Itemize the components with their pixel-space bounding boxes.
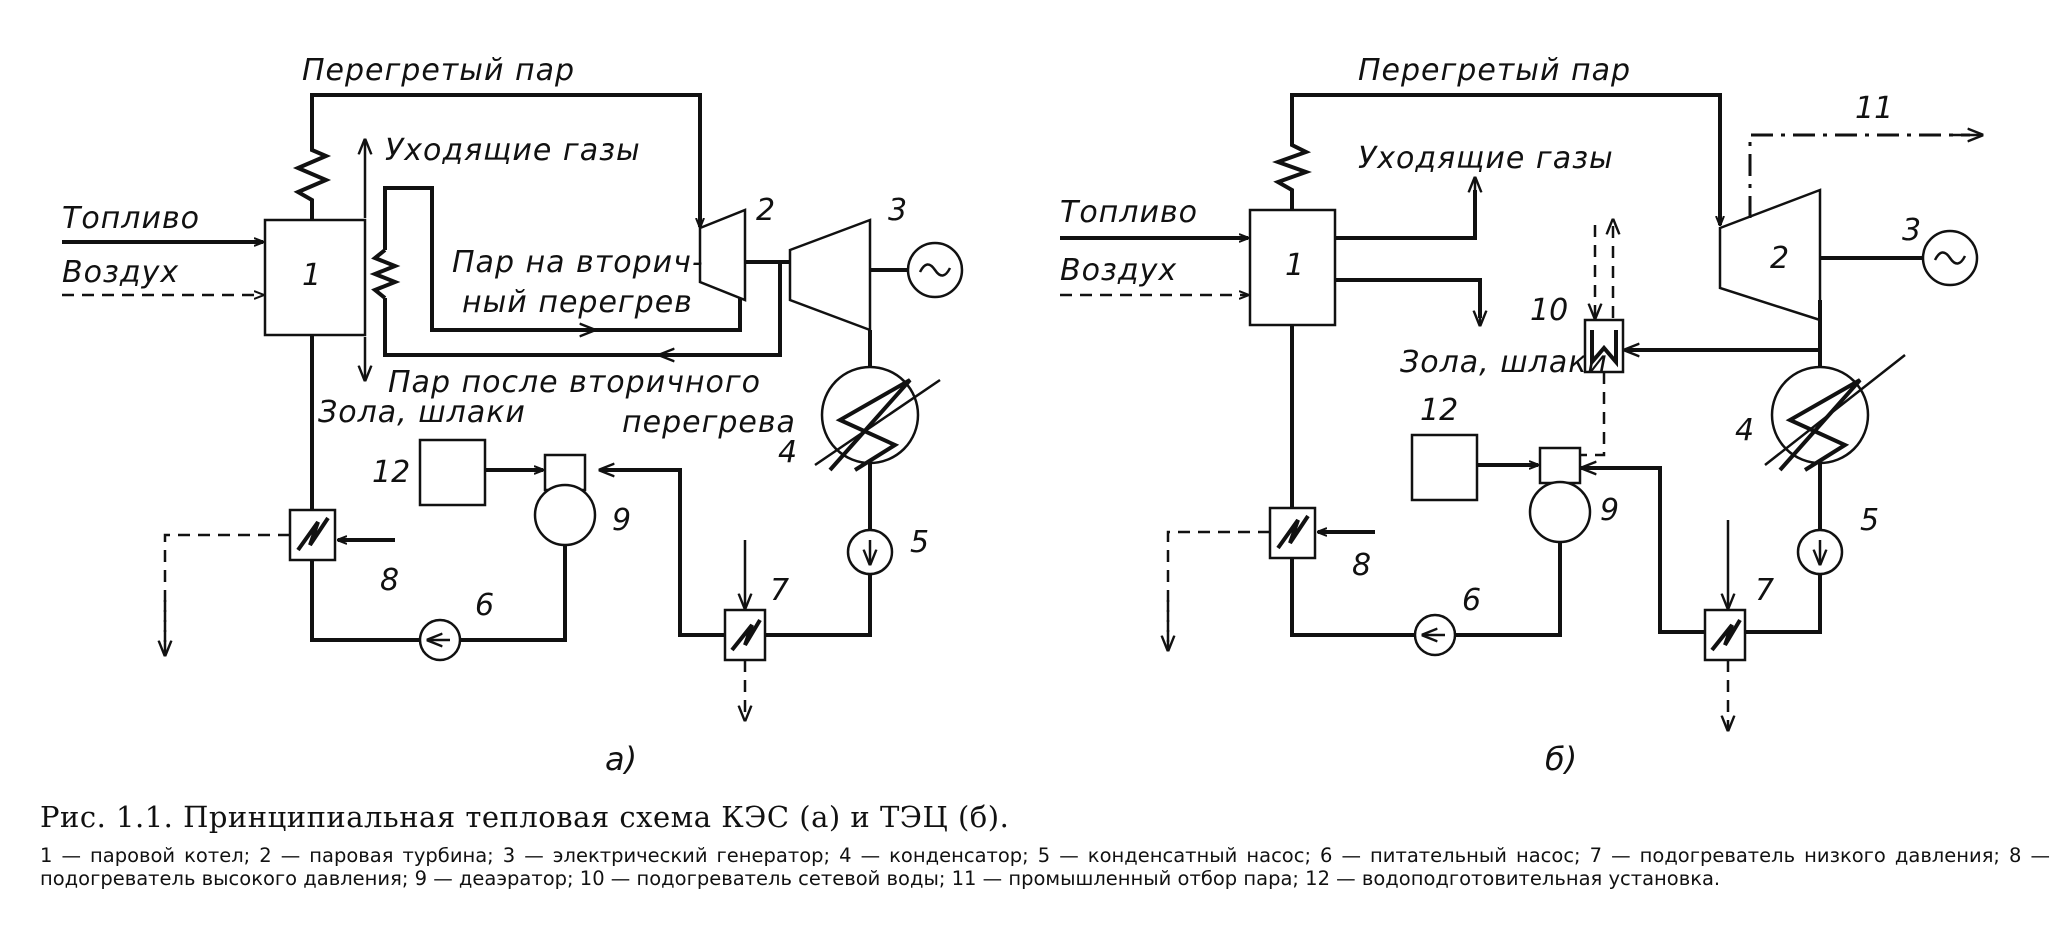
scheme-a: Перегретый пар Уходящие газы Топливо Воз… [62, 53, 964, 778]
num-7-a: 7 [770, 573, 789, 608]
label-air-a: Воздух [62, 255, 179, 290]
num-9-a: 9 [612, 503, 631, 538]
label-after-reheat-1-a: Пар после вторичного [388, 365, 761, 400]
boiler-1-b [1248, 208, 1337, 327]
label-superheated-steam-a: Перегретый пар [302, 53, 575, 88]
water-treatment-12-a [418, 438, 487, 507]
num-2-a: 2 [756, 193, 775, 228]
thermal-scheme-diagram: Перегретый пар Уходящие газы Топливо Воз… [62, 53, 2072, 778]
label-air-b: Воздух [1060, 253, 1177, 288]
figure-caption: Рис. 1.1. Принципиальная тепловая схема … [40, 800, 2050, 890]
num-8-a: 8 [380, 563, 399, 598]
deaerator-tank-9-b [1538, 446, 1582, 485]
num-12-b: 12 [1420, 393, 1458, 428]
label-after-reheat-2-a: перегрева [622, 405, 796, 440]
superheater-b [1272, 93, 1722, 222]
label-fuel-a: Топливо [62, 201, 200, 236]
deaerator-9-b [1528, 480, 1592, 544]
superheater-a [292, 93, 702, 224]
num-5-a: 5 [910, 525, 929, 560]
num-5-b: 5 [1860, 503, 1879, 538]
num-11-b: 11 [1855, 91, 1893, 126]
num-2-b: 2 [1770, 241, 1789, 276]
num-8-b: 8 [1352, 548, 1371, 583]
lp-heater-7-b [1703, 608, 1747, 662]
turbine-lp-a [788, 218, 872, 332]
num-1-b: 1 [1285, 248, 1304, 283]
sub-label-a: а) [605, 740, 637, 778]
num-3-a: 3 [888, 193, 907, 228]
caption-legend: 1 — паровой котел; 2 — паровая турбина; … [40, 844, 2050, 890]
label-fuel-b: Топливо [1060, 195, 1198, 230]
num-10-b: 10 [1530, 293, 1568, 328]
deaerator-9-a [533, 483, 597, 547]
num-1-a: 1 [302, 258, 321, 293]
num-4-b: 4 [1735, 413, 1754, 448]
label-flue-gases-b: Уходящие газы [1358, 141, 1614, 176]
label-ash-a: Зола, шлаки [318, 395, 526, 430]
sub-label-b: б) [1545, 740, 1577, 778]
num-4-a: 4 [778, 435, 797, 470]
label-reheat-steam-1-a: Пар на вторич- [452, 245, 704, 280]
label-flue-gases-a: Уходящие газы [385, 133, 641, 168]
num-6-b: 6 [1462, 583, 1481, 618]
scheme-b: Перегретый пар Уходящие газы Топливо Воз… [1060, 53, 1982, 778]
label-reheat-steam-2-a: ный перегрев [462, 285, 693, 320]
turbine-2-hp-a [698, 208, 747, 302]
num-7-b: 7 [1755, 573, 1774, 608]
caption-title: Рис. 1.1. Принципиальная тепловая схема … [40, 800, 1010, 834]
num-9-b: 9 [1600, 493, 1619, 528]
num-3-b: 3 [1902, 213, 1921, 248]
boiler-1-a [263, 218, 367, 337]
water-treatment-12-b [1410, 433, 1479, 502]
label-ash-b: Зола, шлаки [1400, 345, 1608, 380]
reheater-a [369, 248, 401, 300]
label-superheated-steam-b: Перегретый пар [1358, 53, 1631, 88]
num-12-a: 12 [372, 455, 410, 490]
industrial-extraction-11-b [1748, 133, 1970, 218]
num-6-a: 6 [475, 588, 494, 623]
